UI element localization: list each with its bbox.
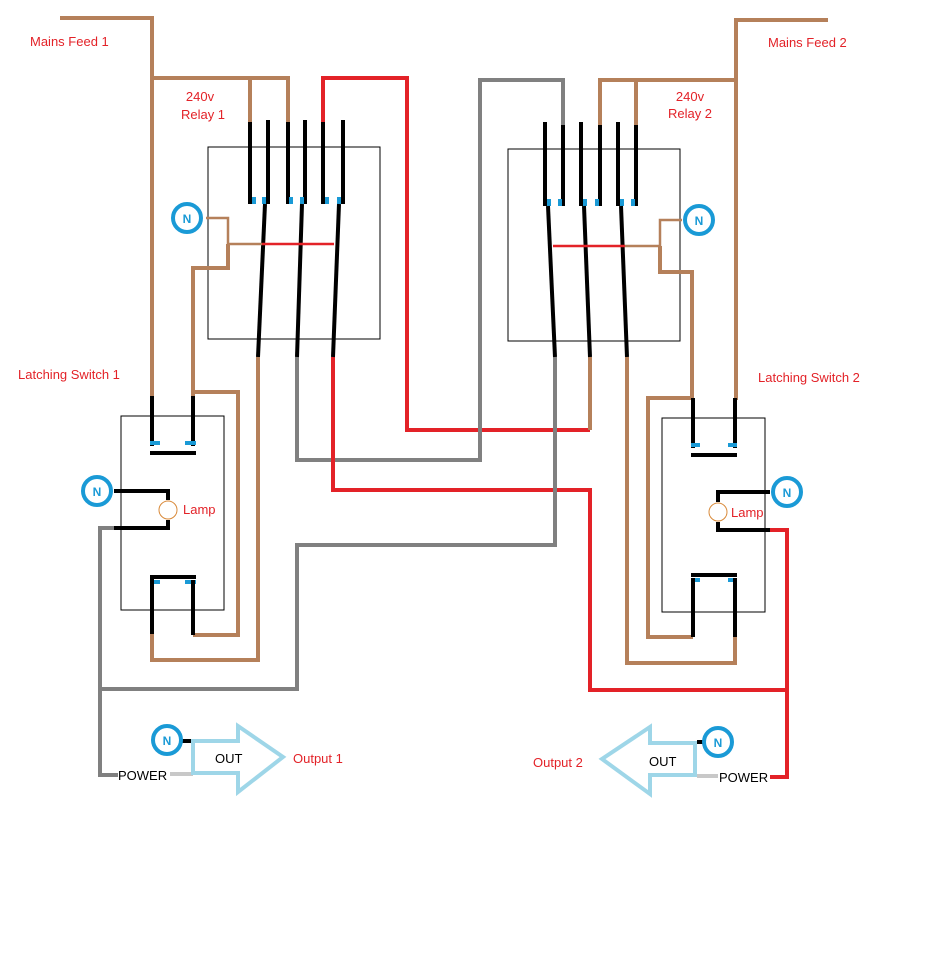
relay-2-voltage-label: 240v [676, 89, 705, 104]
gray-wire-relay2-to-output1 [100, 357, 557, 691]
red-wire-power-2 [770, 528, 789, 779]
relay-2-box [507, 148, 681, 342]
svg-text:N: N [714, 736, 723, 750]
neutral-output-2-icon: N [702, 726, 734, 758]
mains-feed-1-label: Mains Feed 1 [30, 34, 109, 49]
lamp-2-label: Lamp [731, 505, 764, 520]
out-2-label: OUT [649, 754, 677, 769]
power-1-label: POWER [118, 768, 167, 783]
relay-2-output-brown-2 [625, 357, 737, 665]
relay-1-output-brown [150, 357, 260, 662]
latching-switch-1-box [120, 415, 225, 611]
mains-feed-1-wire [60, 16, 290, 396]
svg-text:N: N [183, 212, 192, 226]
neutral-lamp-2-icon: N [771, 476, 803, 508]
svg-text:N: N [783, 486, 792, 500]
svg-text:N: N [163, 734, 172, 748]
neutral-output-1-icon: N [151, 724, 183, 756]
red-wire-relay1-to-output2 [331, 357, 787, 692]
power-2-label: POWER [719, 770, 768, 785]
output-1-arrow-icon [191, 722, 287, 797]
output-2-label: Output 2 [533, 755, 583, 770]
mains-feed-2-label: Mains Feed 2 [768, 35, 847, 50]
gray-wire-power-1 [98, 526, 118, 777]
output-2-arrow-icon [598, 723, 697, 798]
lamp-1-icon [158, 500, 178, 520]
output-1-label: Output 1 [293, 751, 343, 766]
neutral-relay-1-icon: N [171, 202, 203, 234]
svg-text:N: N [695, 214, 704, 228]
lamp-2-icon [708, 502, 728, 522]
lamp-1-label: Lamp [183, 502, 216, 517]
relay-1-contacts [191, 120, 345, 396]
relay-2-contacts [543, 122, 694, 400]
latching-switch-2-contacts [646, 396, 770, 639]
relay-1-label: Relay 1 [181, 107, 225, 122]
relay-1-box [207, 146, 381, 340]
mains-feed-2-wire [598, 18, 828, 400]
latching-switch-2-label: Latching Switch 2 [758, 370, 860, 385]
neutral-lamp-1-icon: N [81, 475, 113, 507]
gray-wire-relay1-to-relay2 [295, 78, 565, 462]
latching-switch-1-label: Latching Switch 1 [18, 367, 120, 382]
relay-1-voltage-label: 240v [186, 89, 215, 104]
latching-switch-2-box [661, 417, 766, 613]
relay-2-label: Relay 2 [668, 106, 712, 121]
out-1-label: OUT [215, 751, 243, 766]
neutral-relay-2-icon: N [683, 204, 715, 236]
svg-text:N: N [93, 485, 102, 499]
red-wire-relay1-to-relay2 [321, 76, 590, 432]
latching-switch-1-contacts [114, 390, 240, 637]
